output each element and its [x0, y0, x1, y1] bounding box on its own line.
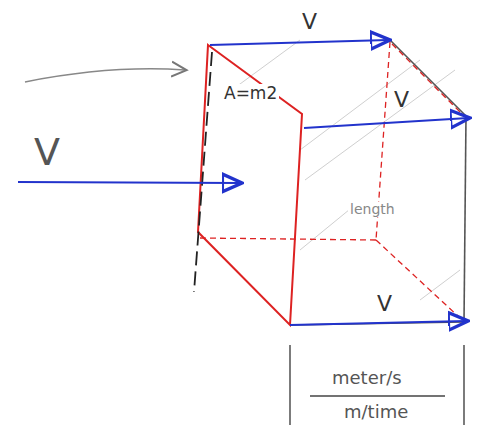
- hand-label: V: [32, 132, 62, 174]
- hand-label: m/time: [342, 402, 410, 422]
- hand-label: V: [392, 88, 411, 112]
- hand-label: meter/s: [330, 368, 404, 388]
- hand-label: A=m2: [222, 84, 279, 103]
- hand-label: V: [300, 10, 319, 34]
- hand-label: V: [375, 292, 394, 316]
- hand-label: length: [348, 202, 397, 217]
